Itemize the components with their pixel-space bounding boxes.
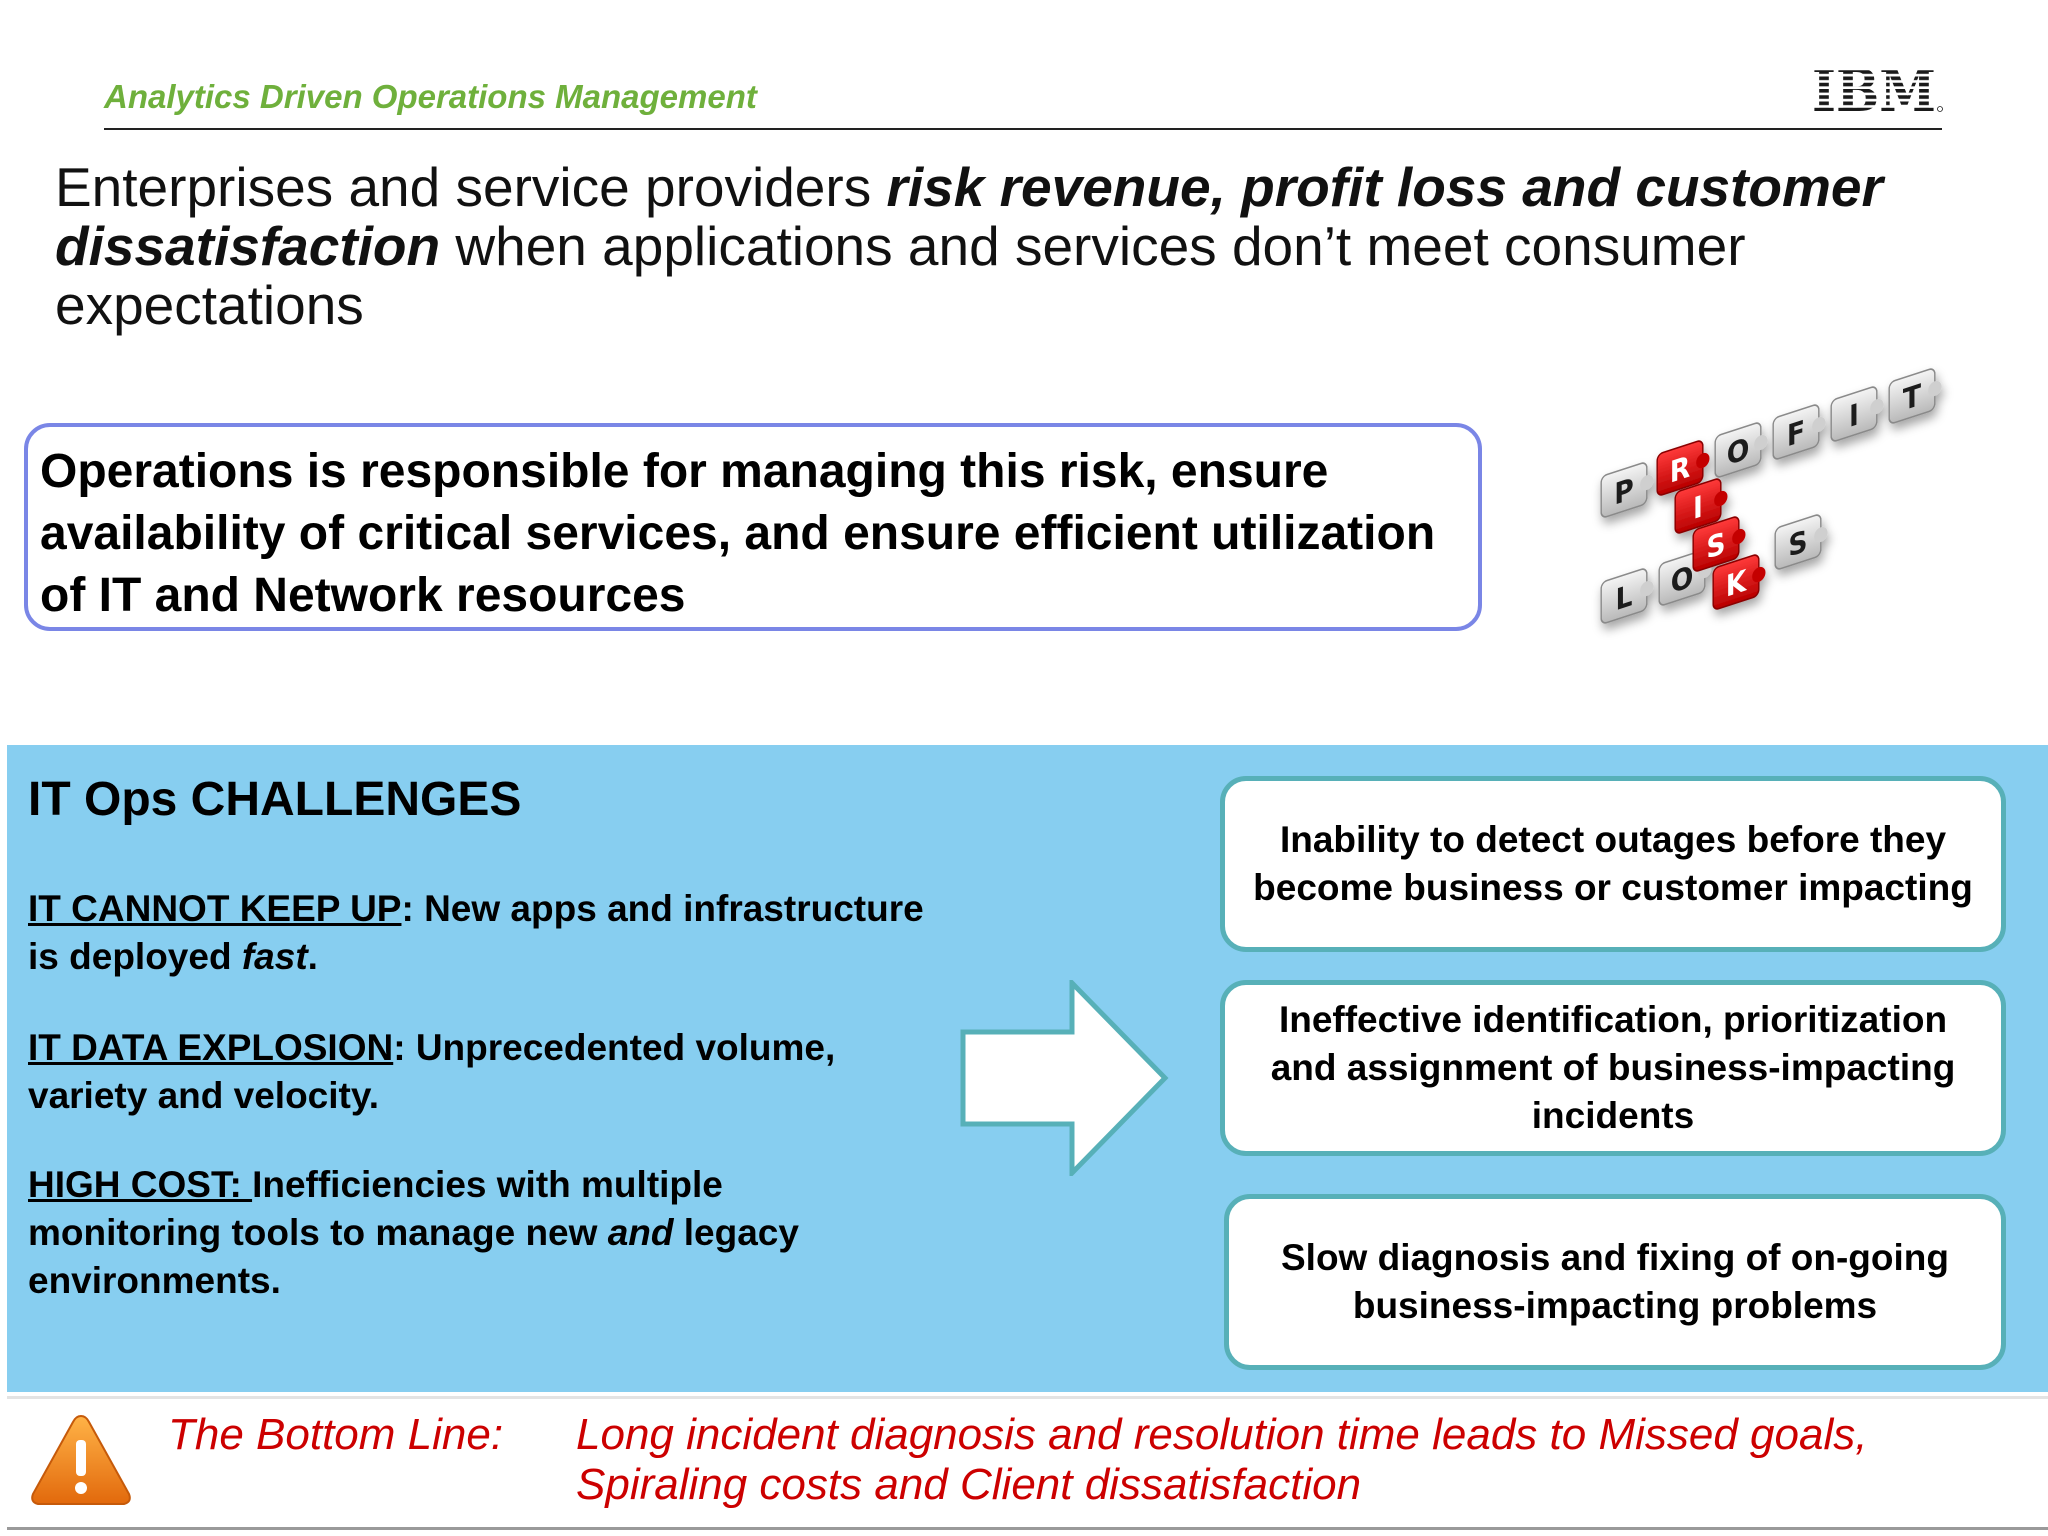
puzzle-piece-profit: I [1830,386,1884,442]
challenge-label: IT DATA EXPLOSION [28,1027,394,1068]
result-box: Inability to detect outages before they … [1220,776,2006,952]
svg-text:R: R [1670,449,1691,491]
challenge-text: New apps and infrastructure is deployed [28,888,924,977]
challenge-item: HIGH COST: Inefficiencies with multiple … [28,1161,908,1305]
svg-text:I: I [1849,396,1859,434]
warning-icon [31,1414,131,1505]
headline-part-2: when applications and services don’t mee… [55,215,1746,336]
result-text: Inability to detect outages before they … [1253,819,1973,908]
bottom-line-text: Long incident diagnosis and resolution t… [576,1410,1868,1509]
right-arrow-icon [960,980,1169,1176]
challenge-label: HIGH COST: [28,1164,253,1205]
puzzle-piece-profit: O [1714,422,1768,478]
result-text: Slow diagnosis and fixing of on-going bu… [1280,1237,1949,1326]
operations-statement-box: Operations is responsible for managing t… [24,423,1482,631]
result-box: Slow diagnosis and fixing of on-going bu… [1224,1194,2006,1370]
svg-text:F: F [1787,413,1805,454]
svg-text:IBM: IBM [1812,64,1936,114]
challenge-item: IT CANNOT KEEP UP: New apps and infrastr… [28,885,928,981]
puzzle-piece-loss: L [1600,568,1654,624]
header-divider [104,128,1942,130]
svg-text:S: S [1788,523,1807,564]
ibm-logo: IBM [1812,64,1943,114]
challenge-item: IT DATA EXPLOSION: Unprecedented volume,… [28,1024,928,1120]
svg-text:T: T [1903,377,1922,418]
puzzle-piece-risk: R [1656,440,1710,496]
challenge-separator: : [401,888,425,929]
svg-text:O: O [1671,558,1694,600]
challenge-emphasis: and [607,1212,674,1253]
puzzle-piece-loss: S [1774,514,1828,570]
bottom-line-bar [7,1396,2048,1530]
puzzle-piece-profit: F [1772,404,1826,460]
headline-emphasis: risk revenue, profit loss and customer d… [55,156,1883,277]
headline-part-1: Enterprises and service providers [55,156,887,218]
result-box: Ineffective identification, prioritizati… [1220,980,2006,1156]
challenge-separator: : [393,1027,416,1068]
puzzle-piece-risk: S [1692,516,1746,572]
svg-text:S: S [1706,525,1725,566]
puzzle-piece-risk: I [1674,478,1728,534]
puzzle-piece-risk: K [1712,554,1766,610]
presentation-subtitle: Analytics Driven Operations Management [104,78,757,115]
challenge-tail: legacy environments. [28,1212,799,1301]
operations-statement-text: Operations is responsible for managing t… [40,445,1436,622]
challenge-text: Unprecedented volume, variety and veloci… [28,1027,836,1116]
svg-text:K: K [1726,562,1748,604]
svg-text:O: O [1727,430,1750,472]
svg-text:L: L [1616,577,1633,617]
svg-text:P: P [1614,471,1634,512]
challenge-emphasis: fast [241,936,308,977]
challenge-text: Inefficiencies with multiple monitoring … [28,1164,723,1253]
challenge-label: IT CANNOT KEEP UP [28,888,402,929]
bottom-line-label: The Bottom Line: [168,1410,504,1459]
svg-text:I: I [1693,488,1703,526]
challenge-tail: . [307,936,318,977]
challenges-title: IT Ops CHALLENGES [28,773,522,826]
puzzle-piece-profit: P [1600,462,1654,518]
headline: Enterprises and service providers risk r… [55,158,2015,335]
puzzle-piece-profit: T [1888,368,1942,424]
result-text: Ineffective identification, prioritizati… [1270,999,1956,1136]
